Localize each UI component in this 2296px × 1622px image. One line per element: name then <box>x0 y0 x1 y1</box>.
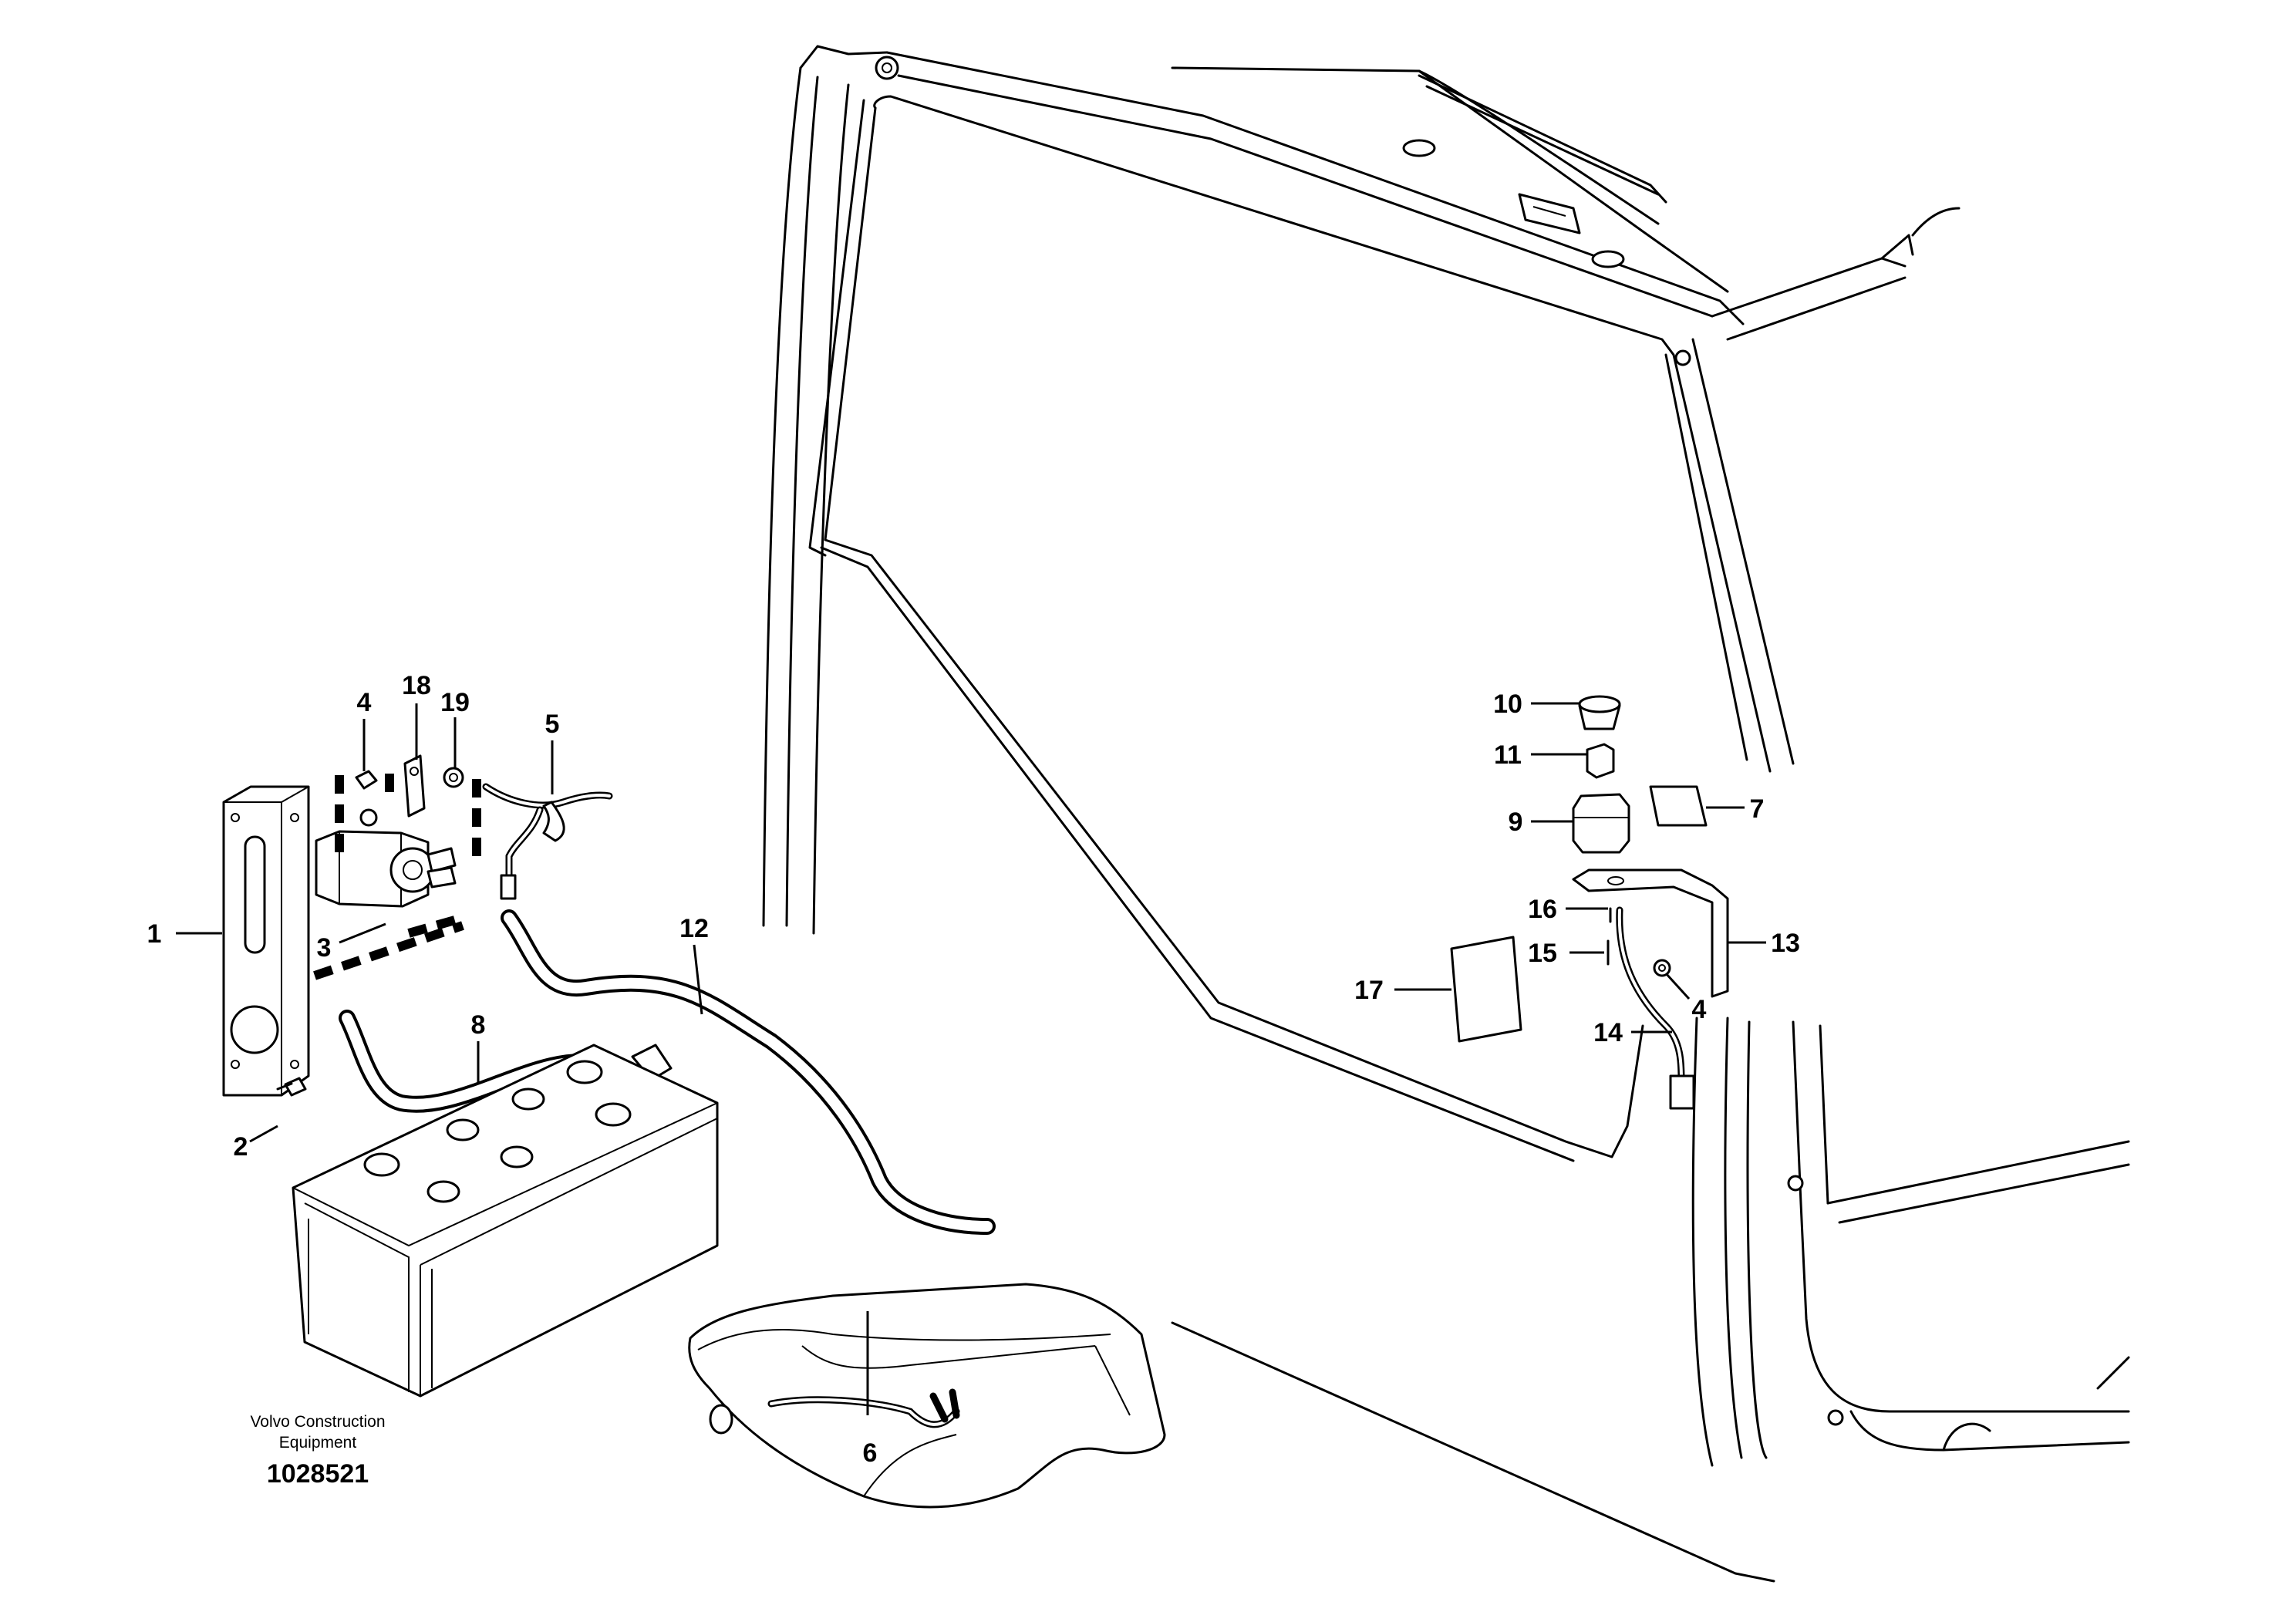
nut <box>1653 959 1671 977</box>
callout-16: 16 <box>1528 895 1557 924</box>
callout-2: 2 <box>234 1132 248 1162</box>
frame-bolt <box>1787 1175 1804 1192</box>
callout-11: 11 <box>1494 740 1522 770</box>
socket-assembly <box>1450 695 1729 1110</box>
callout-19: 19 <box>440 688 470 717</box>
callout-17: 17 <box>1354 976 1384 1005</box>
roof-bolt <box>1402 139 1436 157</box>
cab-frame <box>762 45 2130 1583</box>
callout-12: 12 <box>679 914 709 943</box>
callout-7: 7 <box>1750 794 1765 824</box>
callout-8: 8 <box>471 1010 486 1040</box>
battery-post <box>426 1180 460 1203</box>
bolt <box>284 1077 307 1097</box>
frame-bolt <box>1827 1409 1844 1426</box>
drawing-number: 1028521 <box>267 1459 369 1489</box>
socket <box>1572 793 1630 854</box>
callout-18: 18 <box>402 671 431 700</box>
callout-15: 15 <box>1528 939 1557 968</box>
plate-slot <box>244 835 266 954</box>
company-line-1: Volvo Construction <box>250 1413 385 1431</box>
callout-4-right: 4 <box>1692 995 1707 1024</box>
decal <box>1649 785 1708 827</box>
small-bracket <box>403 754 426 818</box>
label-plate <box>1450 936 1522 1043</box>
drawing-footer: Volvo Construction Equipment 1028521 <box>250 1413 385 1489</box>
callout-5: 5 <box>545 710 560 739</box>
nut <box>355 770 378 790</box>
callout-9: 9 <box>1509 808 1523 837</box>
callout-10: 10 <box>1493 690 1522 719</box>
callout-6: 6 <box>863 1438 878 1468</box>
battery <box>292 1044 719 1398</box>
pillar-bolt <box>875 56 899 80</box>
leader-lines <box>176 702 1766 1415</box>
side-panel <box>688 1283 1166 1509</box>
battery-post <box>595 1102 632 1127</box>
plate-hole <box>230 1005 279 1054</box>
roof-bolt <box>1591 250 1625 268</box>
battery-post <box>511 1088 545 1111</box>
roof-handle <box>1518 193 1581 234</box>
callout-13: 13 <box>1771 929 1800 958</box>
callout-1: 1 <box>147 919 162 949</box>
battery-post <box>500 1145 534 1168</box>
bracket <box>1572 868 1729 998</box>
callout-labels: 1 2 3 4 4 5 6 7 8 9 10 11 12 13 14 15 16… <box>147 671 1800 1468</box>
callout-14: 14 <box>1593 1018 1623 1047</box>
company-line-2: Equipment <box>279 1434 357 1452</box>
callout-4-left: 4 <box>357 688 372 717</box>
battery-post <box>566 1060 603 1084</box>
battery-post <box>363 1152 400 1177</box>
connector <box>500 874 517 900</box>
connector <box>1669 1074 1695 1110</box>
nut <box>443 767 464 788</box>
clip <box>1586 743 1615 779</box>
callout-3: 3 <box>317 933 332 963</box>
battery-post <box>446 1118 480 1141</box>
roof-bolt <box>1674 349 1691 366</box>
